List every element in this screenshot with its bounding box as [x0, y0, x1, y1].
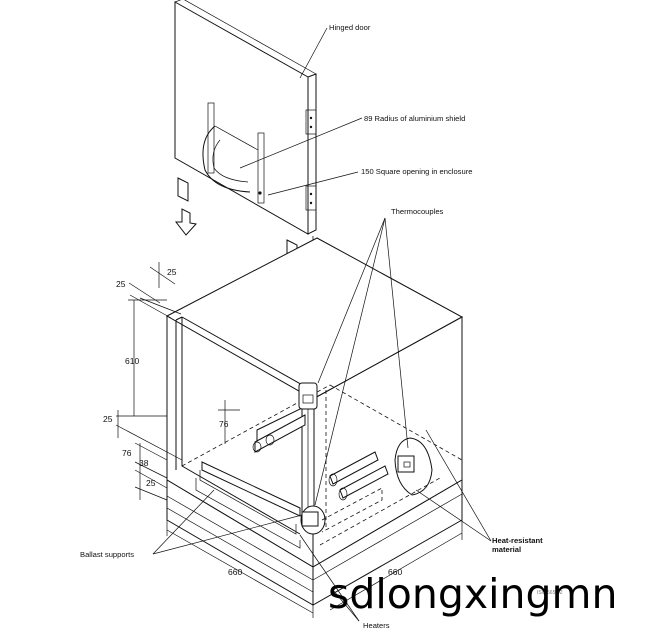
label-heaters: Heaters [363, 621, 390, 630]
heater-assembly [195, 382, 441, 549]
label-aluminium-shield: 89 Radius of aluminium shield [364, 114, 465, 123]
dim-top-a: 25 [167, 267, 177, 277]
leader-lines [152, 27, 492, 622]
label-square-opening: 150 Square opening in enclosure [361, 167, 472, 176]
dim-width-right: 660 [388, 567, 402, 577]
label-heat-resistant-1: Heat-resistant [492, 536, 543, 545]
label-heat-resistant-2: material [492, 545, 521, 554]
dim-base-25: 25 [146, 478, 156, 488]
label-ballast-supports: Ballast supports [80, 550, 134, 559]
dim-top-b: 25 [116, 279, 126, 289]
dim-inner-offset: 25 [103, 414, 113, 424]
label-hinged-door: Hinged door [329, 23, 371, 32]
base-plinth [166, 479, 463, 606]
dim-heater-height: 76 [219, 419, 229, 429]
dim-base-38: 38 [139, 458, 149, 468]
reference-code: ISO 5659-2 [537, 590, 563, 596]
enclosure-box [165, 237, 464, 568]
label-thermocouples: Thermocouples [391, 207, 444, 216]
dim-width-left: 660 [228, 567, 242, 577]
dim-height: 610 [125, 356, 139, 366]
dim-base-76: 76 [122, 448, 132, 458]
hinged-door [174, 0, 317, 235]
watermark-text: sdlongxingmn [328, 570, 617, 618]
